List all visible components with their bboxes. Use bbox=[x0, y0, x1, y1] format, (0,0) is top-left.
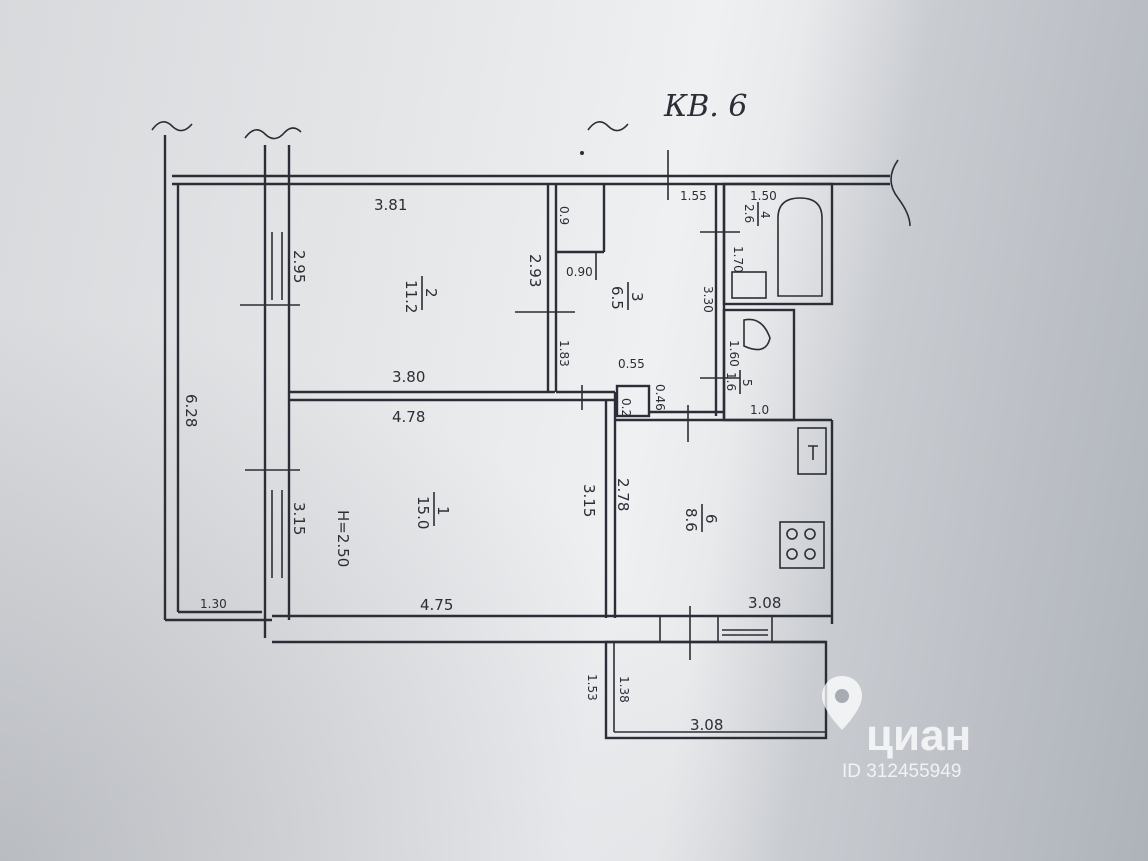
apartment-title: КВ. 6 bbox=[663, 89, 747, 124]
dim-right-balcony-inner: 1.38 bbox=[617, 676, 631, 703]
dim-right-balcony-width: 3.08 bbox=[690, 716, 723, 734]
niche-area: 0.2 bbox=[619, 398, 633, 417]
dim-room2-top: 3.81 bbox=[374, 196, 407, 214]
dim-left-balcony-width: 1.30 bbox=[200, 597, 227, 611]
room-area: 1.6 bbox=[724, 372, 738, 391]
room-number: 6 bbox=[702, 514, 720, 524]
room-number: 1 bbox=[434, 506, 452, 516]
room-number: 2 bbox=[422, 288, 440, 298]
dim-bath-width: 1.50 bbox=[750, 189, 777, 203]
dim-room1-bottom: 4.75 bbox=[420, 596, 453, 614]
dim-right-balcony-outer: 1.53 bbox=[585, 674, 599, 701]
dim-wc-height: 1.60 bbox=[727, 340, 741, 367]
ceiling-height: Н=2.50 bbox=[334, 510, 352, 567]
dim-small-height: 0.46 bbox=[653, 384, 667, 411]
dim-left-balcony-height: 6.28 bbox=[182, 394, 200, 427]
room-area: 6.5 bbox=[608, 286, 626, 310]
dim-hall-left: 1.83 bbox=[557, 340, 571, 367]
dim-room2-bottom: 3.80 bbox=[392, 368, 425, 386]
watermark-id: ID 312455949 bbox=[842, 761, 961, 782]
dim-kitchen-bottom: 3.08 bbox=[748, 594, 781, 612]
room-number: 5 bbox=[740, 379, 754, 387]
wall-break-mark bbox=[587, 121, 629, 132]
watermark-brand: циан bbox=[866, 711, 971, 760]
dim-room1-right: 3.15 bbox=[580, 484, 598, 517]
room-2-label: 2 11.2 bbox=[402, 276, 440, 313]
location-pin-icon bbox=[822, 676, 862, 730]
room-area: 15.0 bbox=[414, 496, 432, 529]
dim-room1-left: 3.15 bbox=[290, 502, 308, 535]
dim-kitchen-left: 2.78 bbox=[614, 478, 632, 511]
room-4-label: 4 2.6 bbox=[742, 202, 772, 226]
wall-break-mark bbox=[244, 127, 302, 140]
dim-closet-width: 0.90 bbox=[566, 265, 593, 279]
room-number: 3 bbox=[628, 292, 646, 302]
wall-break-mark bbox=[890, 159, 911, 227]
room-6-label: 6 8.6 bbox=[682, 504, 720, 532]
room-1-label: 1 15.0 bbox=[414, 492, 452, 529]
wall-break-mark bbox=[151, 121, 193, 132]
dim-hall-right: 3.30 bbox=[701, 286, 715, 313]
room-5-label: 5 1.6 bbox=[724, 370, 754, 394]
cian-watermark: циан ID 312455949 bbox=[822, 676, 971, 782]
dim-room2-left: 2.95 bbox=[290, 250, 308, 283]
dim-small-width: 0.55 bbox=[618, 357, 645, 371]
dim-room2-right: 2.93 bbox=[526, 254, 544, 287]
dim-hall-top: 1.55 bbox=[680, 189, 707, 203]
dim-room1-top: 4.78 bbox=[392, 408, 425, 426]
dim-wc-width: 1.0 bbox=[750, 403, 769, 417]
room-number: 4 bbox=[758, 211, 772, 219]
dim-bath-height: 1.70 bbox=[731, 246, 745, 273]
dim-closet-height: 0.9 bbox=[557, 206, 571, 225]
walls bbox=[163, 135, 890, 740]
room-area: 11.2 bbox=[402, 280, 420, 313]
room-area: 2.6 bbox=[742, 204, 756, 223]
room-area: 8.6 bbox=[682, 508, 700, 532]
room-3-label: 3 6.5 bbox=[608, 282, 646, 310]
